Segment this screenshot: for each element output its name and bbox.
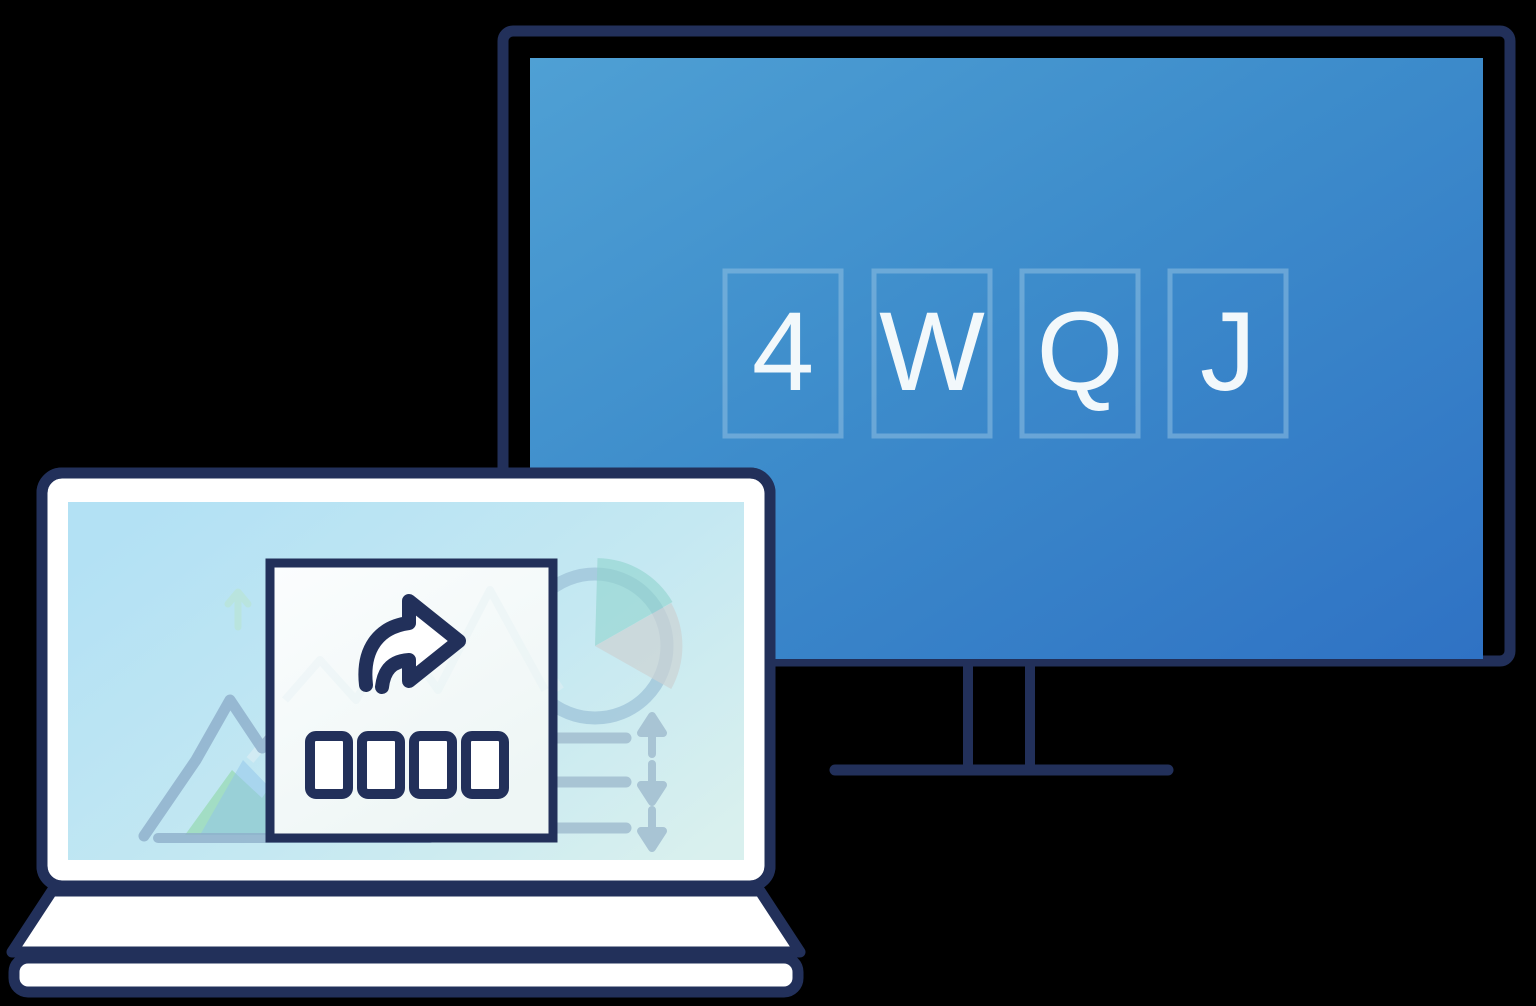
captcha-box-2[interactable]: W <box>871 268 993 439</box>
captcha-char-2: W <box>879 289 985 414</box>
sort-row-2[interactable] <box>550 760 667 806</box>
laptop-foot <box>8 952 804 998</box>
row-arrow-down-icon-1[interactable] <box>637 760 667 806</box>
trend-up-arrow-icon <box>224 588 252 631</box>
captcha-input-4[interactable] <box>461 731 509 799</box>
laptop: 2.4% <box>6 467 806 998</box>
laptop-base <box>6 885 806 958</box>
monitor-neck <box>963 666 1035 772</box>
captcha-box-1[interactable]: 4 <box>722 268 844 439</box>
laptop-screen-content: 2.4% <box>138 558 683 852</box>
row-arrow-up-icon[interactable] <box>637 712 667 758</box>
share-arrow-icon[interactable] <box>358 594 466 694</box>
captcha-input-boxes <box>305 731 509 799</box>
captcha-box-3[interactable]: Q <box>1019 268 1141 439</box>
captcha-input-2[interactable] <box>357 731 405 799</box>
donut-segment-teal <box>595 558 673 646</box>
captcha-card <box>265 558 558 843</box>
captcha-input-1[interactable] <box>305 731 353 799</box>
captcha-char-1: 4 <box>752 289 814 414</box>
row-arrow-down-icon-2[interactable] <box>637 806 667 852</box>
sort-row-3[interactable] <box>550 806 667 852</box>
captcha-char-3: Q <box>1036 289 1123 414</box>
captcha-box-4[interactable]: J <box>1167 268 1289 439</box>
monitor-bezel <box>497 25 1516 667</box>
donut-segment-gray <box>595 603 683 689</box>
captcha-input-3[interactable] <box>409 731 457 799</box>
captcha-char-4: J <box>1200 289 1256 414</box>
sort-row-1[interactable] <box>550 712 667 758</box>
sort-rows <box>550 712 667 852</box>
captcha-character-group: 4 W Q J <box>722 268 1289 439</box>
